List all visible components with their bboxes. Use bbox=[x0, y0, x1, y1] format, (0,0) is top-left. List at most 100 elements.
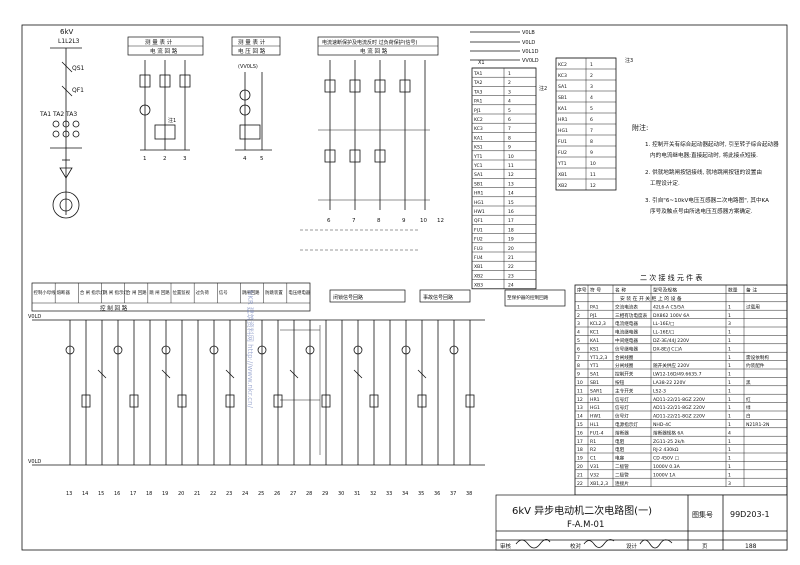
table-cell: 控制开关 bbox=[615, 371, 634, 378]
table-cell: 交流电流表 bbox=[615, 303, 638, 310]
terminal-row-number: 3 bbox=[508, 89, 511, 95]
primary-qs: QS1 bbox=[72, 65, 85, 72]
table-cell: AD11-22/21-8GZ 220V bbox=[653, 405, 706, 411]
drawing-title: 6kV 异步电动机二次电路图(一) bbox=[512, 504, 652, 517]
watermark: NKR 建筑资料网 http://www.nkr.cn/ bbox=[246, 290, 255, 409]
panel3-title: 电流速断保护及电流反时 过负荷保护(信号) bbox=[322, 39, 418, 46]
column-number: 36 bbox=[434, 491, 440, 497]
table-cell: 1 bbox=[728, 355, 731, 361]
primary-qf: QF1 bbox=[72, 87, 84, 94]
table-cell: 1000V 0.3A bbox=[653, 464, 681, 470]
table-cell: FU1-4 bbox=[590, 430, 604, 436]
table-cell: NHD-4C bbox=[653, 422, 671, 428]
terminal-row-label: SB1 bbox=[474, 181, 483, 187]
terminal-row-number: 12 bbox=[508, 172, 514, 178]
table-cell: R1 bbox=[590, 439, 596, 445]
table-cell: N21R1-2N bbox=[746, 422, 769, 428]
terminal-note: 注2 bbox=[539, 85, 547, 92]
terminal-row-number: 22 bbox=[508, 264, 514, 270]
terminal-row-number: 20 bbox=[508, 246, 514, 252]
terminal-row-number: 5 bbox=[508, 108, 511, 114]
page-number: 188 bbox=[745, 543, 757, 550]
table-cell: LL-16E/□ bbox=[653, 330, 674, 336]
review-label: 审核 bbox=[500, 542, 512, 550]
component-table: 二 次 接 线 元 件 表 序号符 号名 称型号及规格数量备 注安 装 在 开 … bbox=[574, 273, 788, 496]
table-cell: 1 bbox=[728, 372, 731, 378]
meter-num: 8 bbox=[377, 218, 381, 224]
control-header: 控制小母线熔断器合 闸 指示灯跳 闸 指示灯合 闸 回路跳 闸 回路位置监视过负… bbox=[31, 282, 311, 312]
terminal-row-number: 12 bbox=[590, 183, 596, 189]
terminal-row-number: 3 bbox=[590, 84, 593, 90]
table-cell: LS2-3 bbox=[653, 388, 666, 394]
panel1-note: 注1 bbox=[168, 117, 176, 124]
terminal-header: X1 bbox=[478, 60, 485, 66]
table-cell: 电容 bbox=[615, 455, 625, 462]
control-header-cell: 过负荷 bbox=[196, 289, 210, 296]
table-cell: 17 bbox=[577, 439, 583, 445]
terminal-row-label: HG1 bbox=[558, 128, 568, 134]
column-number: 26 bbox=[274, 491, 280, 497]
terminal-row-label: XB1 bbox=[474, 264, 483, 270]
terminal-row-number: 21 bbox=[508, 255, 514, 261]
column-number: 18 bbox=[146, 491, 152, 497]
table-cell: 1 bbox=[728, 456, 731, 462]
terminal-row-label: TA2 bbox=[473, 80, 482, 86]
table-cell: 13 bbox=[577, 405, 583, 411]
bus-bottom-label: V0LD bbox=[28, 459, 41, 465]
primary-ta: TA1 TA2 TA3 bbox=[39, 111, 77, 118]
table-cell: 绿 bbox=[746, 404, 751, 411]
table-cell: 18 bbox=[577, 447, 583, 453]
terminal-row-number: 1 bbox=[590, 62, 593, 68]
terminal-row-number: 15 bbox=[508, 200, 514, 206]
table-cell: 三相有功电度表 bbox=[615, 312, 648, 319]
column-number: 34 bbox=[402, 491, 408, 497]
table-cell: ZG11-25 2k/h bbox=[653, 439, 685, 445]
section-protector: 至保护器的控制回路 bbox=[507, 294, 549, 301]
note-1: 1. 控制开关有综合起动器起动时, 引至转子综合起动器 内的电流继电器;直接起动… bbox=[645, 140, 781, 159]
terminal-row-label: FU1 bbox=[558, 139, 567, 145]
meter-num: 10 bbox=[420, 218, 427, 224]
table-cell: V32 bbox=[590, 472, 599, 478]
terminal-row-label: TA1 bbox=[473, 71, 482, 77]
table-cell: 4 bbox=[577, 330, 580, 336]
table-cell: 21 bbox=[577, 472, 583, 478]
column-number: 37 bbox=[450, 491, 456, 497]
table-cell: 1 bbox=[728, 304, 731, 310]
terminal-row-label: KC2 bbox=[558, 62, 567, 68]
column-number: 32 bbox=[370, 491, 376, 497]
panel-current-metering: 测 量 表 计 电 流 回 路 注1 bbox=[127, 36, 204, 151]
terminal-row-number: 17 bbox=[508, 218, 514, 224]
table-cell: 中间继电器 bbox=[615, 337, 638, 344]
meter-num: 6 bbox=[327, 218, 331, 224]
column-number: 27 bbox=[290, 491, 296, 497]
column-number: 14 bbox=[82, 491, 88, 497]
table-cell: HG1 bbox=[590, 405, 600, 411]
column-number: 17 bbox=[130, 491, 136, 497]
terminal-row-label: YC1 bbox=[473, 163, 483, 169]
control-header-cell: 合 闸 指示灯 bbox=[80, 289, 105, 296]
column-number: 29 bbox=[322, 491, 328, 497]
motor-symbol bbox=[52, 191, 80, 219]
terminal-row-label: FU2 bbox=[474, 237, 483, 243]
table-cell: 主令开关 bbox=[615, 387, 634, 394]
table-cell: 二极管 bbox=[615, 471, 629, 478]
table-cell: 10 bbox=[577, 380, 583, 386]
table-cell: KS1 bbox=[590, 346, 599, 352]
meter-num: 1 bbox=[143, 156, 147, 162]
table-header-cell: 名 称 bbox=[615, 287, 626, 294]
panel1-sub: 电 流 回 路 bbox=[150, 47, 178, 55]
terminal-row-label: KC3 bbox=[474, 126, 483, 132]
terminal-row-number: 2 bbox=[590, 73, 593, 79]
table-cell: PA1 bbox=[590, 304, 599, 310]
table-cell: 电源指示灯 bbox=[615, 421, 638, 428]
drawing-code: F-A.M-01 bbox=[567, 520, 604, 530]
table-cell: 电流继电器 bbox=[615, 320, 638, 327]
terminal-row-label: PJ1 bbox=[474, 108, 481, 114]
terminal-row-number: 9 bbox=[508, 145, 511, 151]
table-cell: 过载用 bbox=[746, 303, 760, 310]
bus-label: VV0LD bbox=[522, 58, 539, 64]
terminal-row-label: KA1 bbox=[558, 106, 567, 112]
table-cell: 1 bbox=[728, 464, 731, 470]
